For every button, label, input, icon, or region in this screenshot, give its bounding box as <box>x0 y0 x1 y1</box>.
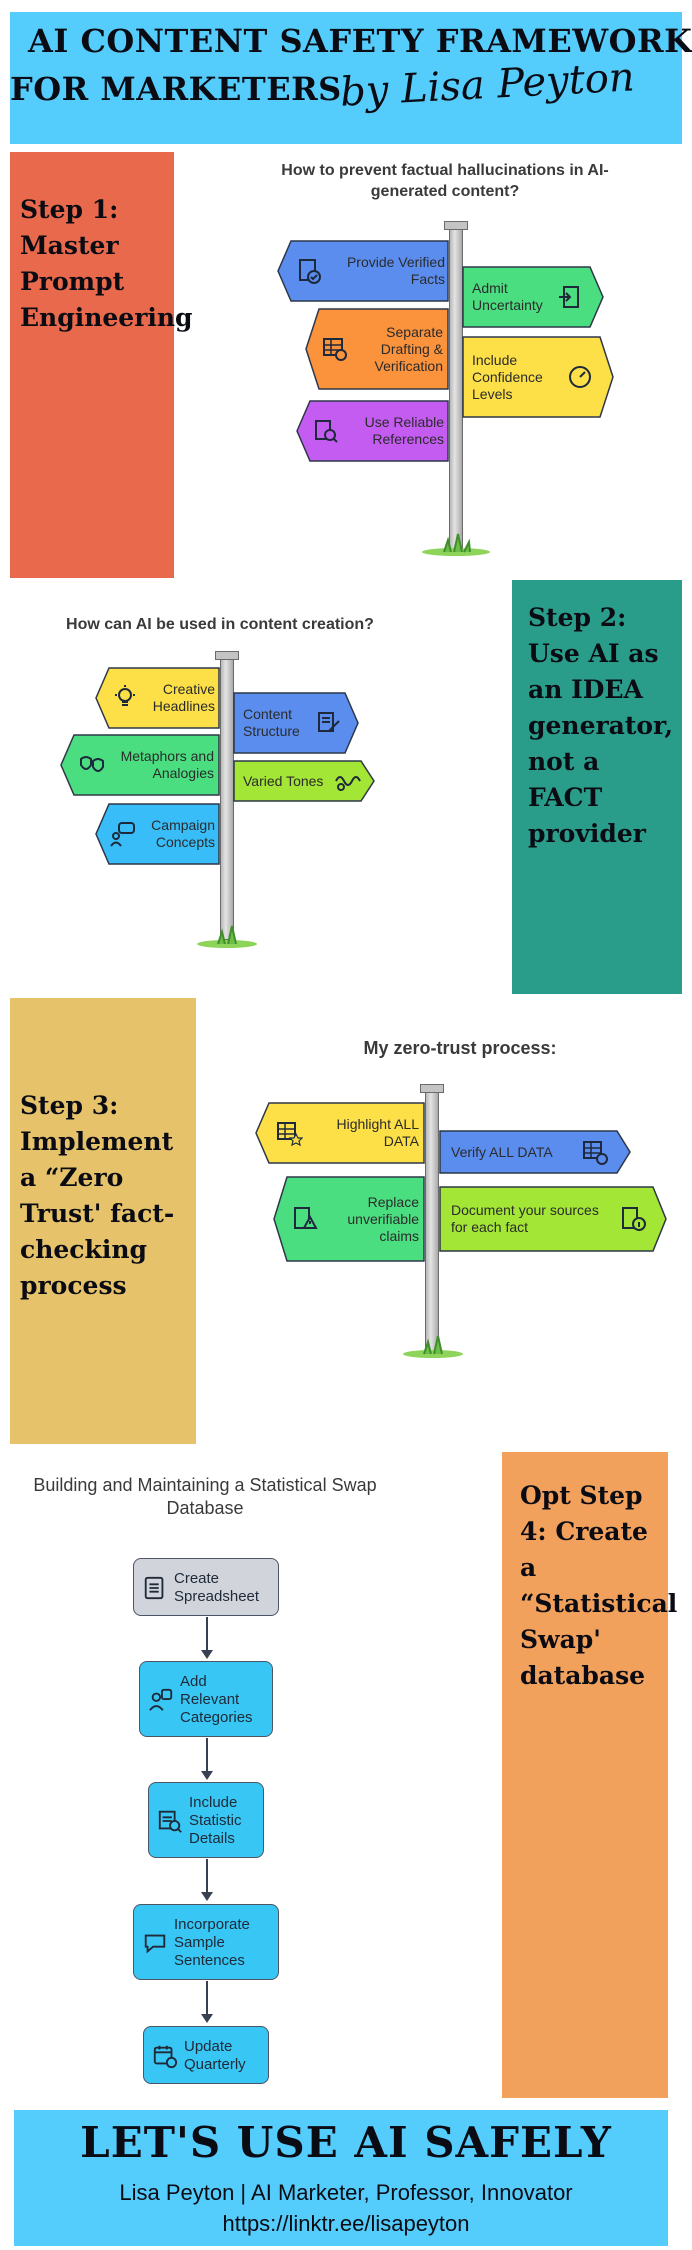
edit-document-icon <box>318 712 340 732</box>
info-document-icon <box>622 1207 646 1231</box>
flow-label: Incorporate Sample Sentences <box>174 1916 250 1969</box>
grass-icon <box>422 533 490 556</box>
step1-panel <box>10 152 174 578</box>
sign-document-sources: Document your sources for each fact <box>439 1186 667 1252</box>
statistics-icon <box>158 1810 182 1833</box>
flow-arrow <box>206 1738 208 1772</box>
highlight-table-icon <box>277 1122 303 1147</box>
signpost-cap <box>444 221 468 230</box>
flow-arrow <box>206 1981 208 2015</box>
footer-banner <box>14 2110 668 2246</box>
sign-highlight-all-data: Highlight ALL DATA <box>255 1102 425 1164</box>
flow-arrowhead <box>201 1892 213 1901</box>
step3-panel <box>10 998 196 1444</box>
step4-question: Building and Maintaining a Statistical S… <box>33 1475 377 1518</box>
step4-panel <box>502 1452 668 2098</box>
chat-people-icon <box>110 822 135 847</box>
step1-question: How to prevent factual hallucinations in… <box>281 162 609 200</box>
footer-link[interactable]: https://linktr.ee/lisapeyton <box>222 2211 470 2236</box>
tone-wave-icon <box>335 776 361 791</box>
signpost-cap <box>215 651 239 660</box>
sign-label: Provide Verified Facts <box>346 254 445 287</box>
flow-arrowhead <box>201 2014 213 2023</box>
lightbulb-icon <box>115 685 135 706</box>
sign-varied-tones: Varied Tones <box>233 760 375 802</box>
sign-confidence-levels: Include Confidence Levels <box>462 336 614 418</box>
step2-label: Step 2: Use AI as an IDEA generator, not… <box>528 603 674 848</box>
exit-door-icon <box>559 286 579 308</box>
sign-label: Include Confidence Levels <box>472 351 543 402</box>
sign-label: Varied Tones <box>243 772 324 789</box>
calendar-refresh-icon <box>153 2045 178 2069</box>
sign-label: Replace unverifiable claims <box>347 1193 419 1244</box>
flow-label: Create Spreadsheet <box>174 1570 260 1605</box>
sign-label: Verify ALL DATA <box>451 1143 553 1160</box>
sign-label: Metaphors and Analogies <box>120 748 214 781</box>
footer-credits: Lisa Peyton | AI Marketer, Professor, In… <box>119 2180 573 2205</box>
page-title-line2: FOR MARKETERS <box>10 70 342 108</box>
flow-step-update-quarterly: Update Quarterly <box>143 2026 269 2084</box>
flow-arrowhead <box>201 1650 213 1659</box>
page-title-line1: AI CONTENT SAFETY FRAMEWORK <box>28 22 692 60</box>
flow-arrow <box>206 1859 208 1893</box>
gauge-icon <box>569 366 591 388</box>
signpost-pole <box>220 656 234 940</box>
flow-arrowhead <box>201 1771 213 1780</box>
sign-metaphors-analogies: Metaphors and Analogies <box>60 734 220 796</box>
sign-reliable-references: Use Reliable References <box>296 400 449 462</box>
flow-step-add-categories: Add Relevant Categories <box>139 1661 273 1737</box>
flow-step-statistic-details: Include Statistic Details <box>148 1782 264 1858</box>
flow-arrow <box>206 1617 208 1651</box>
step2-question: How can AI be used in content creation? <box>66 616 374 633</box>
sign-label: Highlight ALL DATA <box>336 1116 419 1149</box>
flow-step-sample-sentences: Incorporate Sample Sentences <box>133 1904 279 1980</box>
grass-icon <box>403 1335 463 1358</box>
sign-separate-drafting: Separate Drafting & Verification <box>305 308 449 390</box>
sign-label: Content Structure <box>243 706 300 739</box>
signpost-cap <box>420 1084 444 1093</box>
signpost-pole <box>449 226 463 550</box>
sign-content-structure: Content Structure <box>233 692 359 754</box>
sign-label: Admit Uncertainty <box>472 280 543 313</box>
sign-label: Campaign Concepts <box>151 817 215 850</box>
sign-creative-headlines: Creative Headlines <box>95 667 220 729</box>
step3-label: Step 3: Implement a “Zero Trust' fact-ch… <box>20 1091 175 1300</box>
footer-title: LET'S USE AI SAFELY <box>80 2118 612 2167</box>
sign-admit-uncertainty: Admit Uncertainty <box>462 266 604 328</box>
speech-bubble-icon <box>144 1934 166 1954</box>
sign-provide-verified-facts: Provide Verified Facts <box>277 240 449 302</box>
signpost-pole <box>425 1090 439 1352</box>
verify-table-icon <box>583 1141 608 1165</box>
step1-label: Step 1: Master Prompt Engineering <box>20 195 193 332</box>
sign-verify-all-data: Verify ALL DATA <box>439 1130 631 1174</box>
flow-step-create-spreadsheet: Create Spreadsheet <box>133 1558 279 1616</box>
sign-label: Separate Drafting & Verification <box>374 323 443 374</box>
flow-label: Add Relevant Categories <box>180 1673 253 1726</box>
spreadsheet-icon <box>144 1576 164 1600</box>
grass-icon <box>197 925 257 948</box>
checked-table-icon <box>323 338 347 361</box>
flow-label: Update Quarterly <box>184 2038 246 2073</box>
sign-label: Document your sources for each fact <box>451 1202 599 1235</box>
sign-label: Use Reliable References <box>364 414 444 447</box>
step4-label: Opt Step 4: Create a “Statistical Swap' … <box>520 1481 678 1690</box>
sign-label: Creative Headlines <box>152 681 215 714</box>
reference-search-icon <box>315 420 338 443</box>
warning-document-icon <box>294 1207 318 1229</box>
sign-replace-claims: Replace unverifiable claims <box>273 1176 425 1262</box>
header-banner <box>10 12 682 144</box>
sign-campaign-concepts: Campaign Concepts <box>95 803 220 865</box>
verified-document-icon <box>299 259 321 284</box>
masks-icon <box>80 756 104 772</box>
categories-icon <box>149 1688 173 1711</box>
step3-question: My zero-trust process: <box>363 1038 557 1058</box>
step2-panel <box>512 580 682 994</box>
flow-label: Include Statistic Details <box>189 1794 242 1847</box>
